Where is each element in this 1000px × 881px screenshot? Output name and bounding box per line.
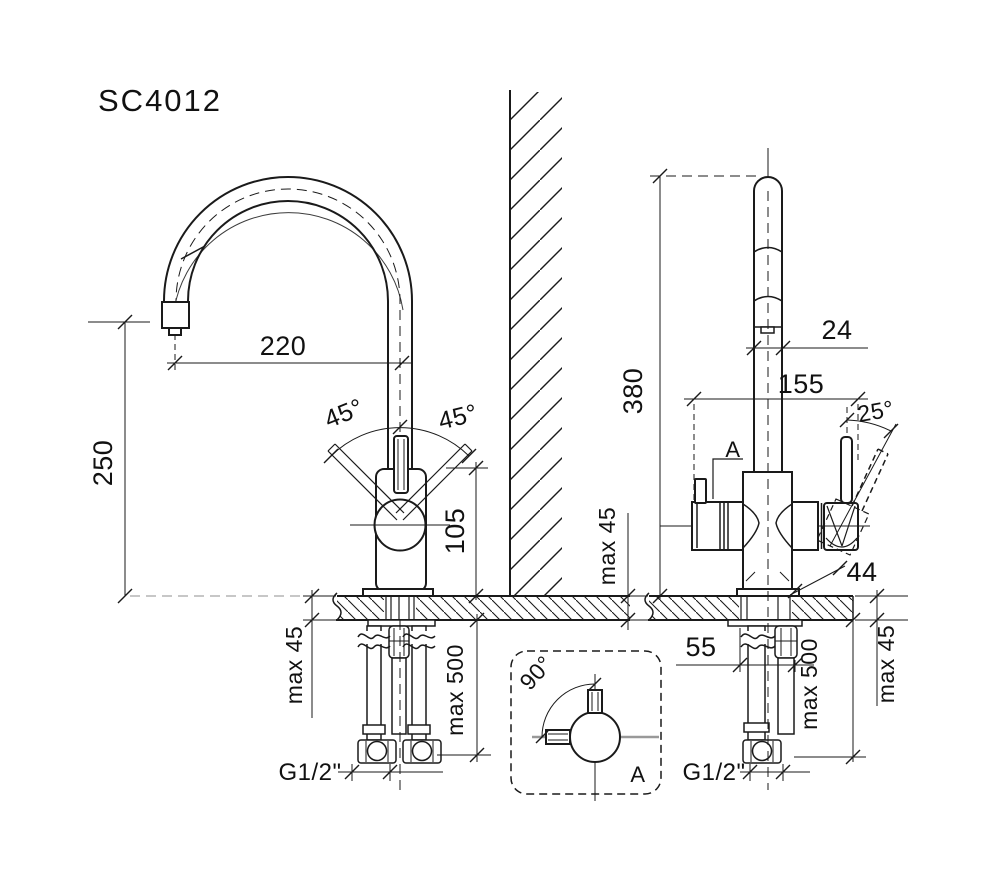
dimensions-front-view	[606, 175, 908, 781]
lever-position-side	[545, 729, 571, 745]
mounting-stud	[388, 625, 410, 659]
faucet-front-view	[660, 148, 897, 790]
right-lever	[840, 436, 853, 504]
detail-a-label: A	[630, 762, 645, 787]
mounting-stud-front	[774, 625, 798, 659]
dim-swivel-right: 45°	[436, 399, 481, 436]
hose-connector-nut-front	[742, 739, 782, 764]
spout-centerline	[175, 188, 401, 560]
left-handle-arm	[691, 501, 744, 551]
detail-a-view	[510, 650, 662, 801]
dim-overall-width: 155	[778, 369, 825, 399]
labels: SC4012 220 250 105 45° 45° max 45 max 50…	[88, 83, 899, 787]
model-number: SC4012	[98, 83, 222, 118]
mounting-rod	[391, 657, 407, 735]
section-a-callout: A	[725, 437, 740, 462]
dim-thread-front: G1/2"	[682, 759, 745, 786]
detail-rotation-angle: 90°	[514, 650, 558, 694]
dim-body-height: 105	[440, 508, 470, 555]
dim-thread-side: G1/2"	[278, 759, 341, 786]
detail-a-frame	[510, 650, 662, 795]
dim-hose-max-front: max 500	[796, 638, 822, 730]
dim-spout-reach: 220	[260, 331, 307, 361]
dim-spout-diameter: 24	[821, 315, 852, 345]
dimensions-side-view	[88, 321, 491, 781]
spout-nozzle	[161, 301, 190, 329]
section-a-leader	[712, 458, 743, 499]
hose-connector-nut	[402, 739, 442, 764]
dim-swivel-left: 45°	[321, 393, 368, 434]
mounting-plate-front	[727, 619, 803, 627]
lever-handle	[393, 435, 409, 494]
wall-section	[509, 90, 562, 596]
dim-total-height: 380	[618, 368, 648, 415]
faucet-side-view	[161, 176, 473, 792]
dimension-ticks	[117, 168, 899, 780]
right-handle-arm	[791, 501, 819, 551]
dim-deck-max-front-right: max 45	[873, 625, 899, 703]
hose-connector-nut	[357, 739, 397, 764]
rotated-handle-outline	[816, 498, 870, 556]
dim-hose-max-side: max 500	[442, 644, 468, 736]
dim-spout-height: 250	[88, 440, 118, 487]
lever-position-front	[587, 689, 603, 714]
rotation-arc	[541, 683, 596, 738]
dim-lever-angle: 25°	[855, 395, 895, 427]
dim-handle-width: 44	[846, 557, 877, 587]
base-flange	[362, 588, 434, 597]
aerator-tip	[168, 327, 182, 336]
dim-deck-max-side: max 45	[281, 626, 307, 704]
mounting-rod-front	[777, 657, 795, 735]
left-stub-lever	[694, 478, 707, 504]
dim-hose-offset: 55	[685, 632, 716, 662]
mounting-plate	[367, 619, 436, 627]
dim-deck-max-front-left: max 45	[594, 507, 620, 585]
handle-top-view	[569, 711, 621, 763]
